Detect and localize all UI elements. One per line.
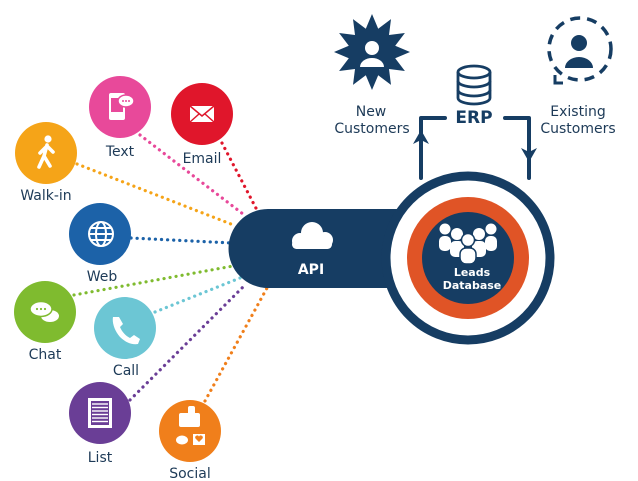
- erp-label: ERP: [455, 108, 492, 128]
- returning-person-icon: [547, 16, 613, 85]
- arrow-up-icon: [413, 130, 429, 144]
- connector-chat: [72, 264, 235, 297]
- database-label-line2: Database: [443, 279, 502, 292]
- connector-walk-in: [75, 162, 238, 228]
- database-label-line1: Leads: [454, 266, 491, 279]
- channel-label: Web: [87, 269, 118, 285]
- channel-label: List: [88, 450, 113, 466]
- envelope-icon: [189, 105, 215, 123]
- connector-text: [138, 133, 245, 216]
- new-customers-line2: Customers: [334, 121, 409, 137]
- existing-customers-line2: Customers: [540, 121, 615, 137]
- thumbs-up-social-icon: [176, 406, 205, 445]
- api-label: API: [298, 262, 324, 278]
- document-list-icon: [88, 398, 112, 428]
- channel-label: Walk-in: [20, 188, 71, 204]
- cloud-icon: [292, 222, 333, 249]
- channel-social: Social: [159, 400, 221, 481]
- channel-web: Web: [69, 203, 131, 285]
- channel-text: Text: [89, 76, 151, 160]
- channel-label: Chat: [29, 347, 62, 363]
- connector-web: [129, 236, 234, 245]
- arrow-down-icon: [521, 148, 537, 162]
- chat-bubbles-icon: [29, 300, 59, 322]
- globe-icon: [88, 221, 114, 247]
- people-group-icon: [439, 223, 497, 265]
- walking-person-icon: [37, 135, 55, 169]
- channel-walk-in: Walk-in: [15, 122, 77, 204]
- channel-chat: Chat: [14, 281, 76, 363]
- connector-call: [153, 276, 242, 314]
- channel-call: Call: [94, 297, 156, 379]
- channel-email: Email: [171, 83, 233, 167]
- channel-list: List: [69, 382, 131, 466]
- channel-label: Call: [113, 363, 139, 379]
- existing-customers-line1: Existing: [550, 104, 605, 120]
- channel-label: Social: [169, 466, 211, 481]
- connector-social: [203, 286, 269, 403]
- new-customers-line1: New: [356, 104, 387, 120]
- channel-label: Email: [183, 151, 222, 167]
- connector-email: [220, 141, 260, 214]
- phone-icon: [112, 317, 140, 345]
- mobile-message-icon: [109, 93, 135, 120]
- star-person-icon: [334, 14, 410, 90]
- channel-label: Text: [105, 144, 135, 160]
- connectors: [72, 133, 269, 403]
- database-stack-icon: [456, 64, 492, 106]
